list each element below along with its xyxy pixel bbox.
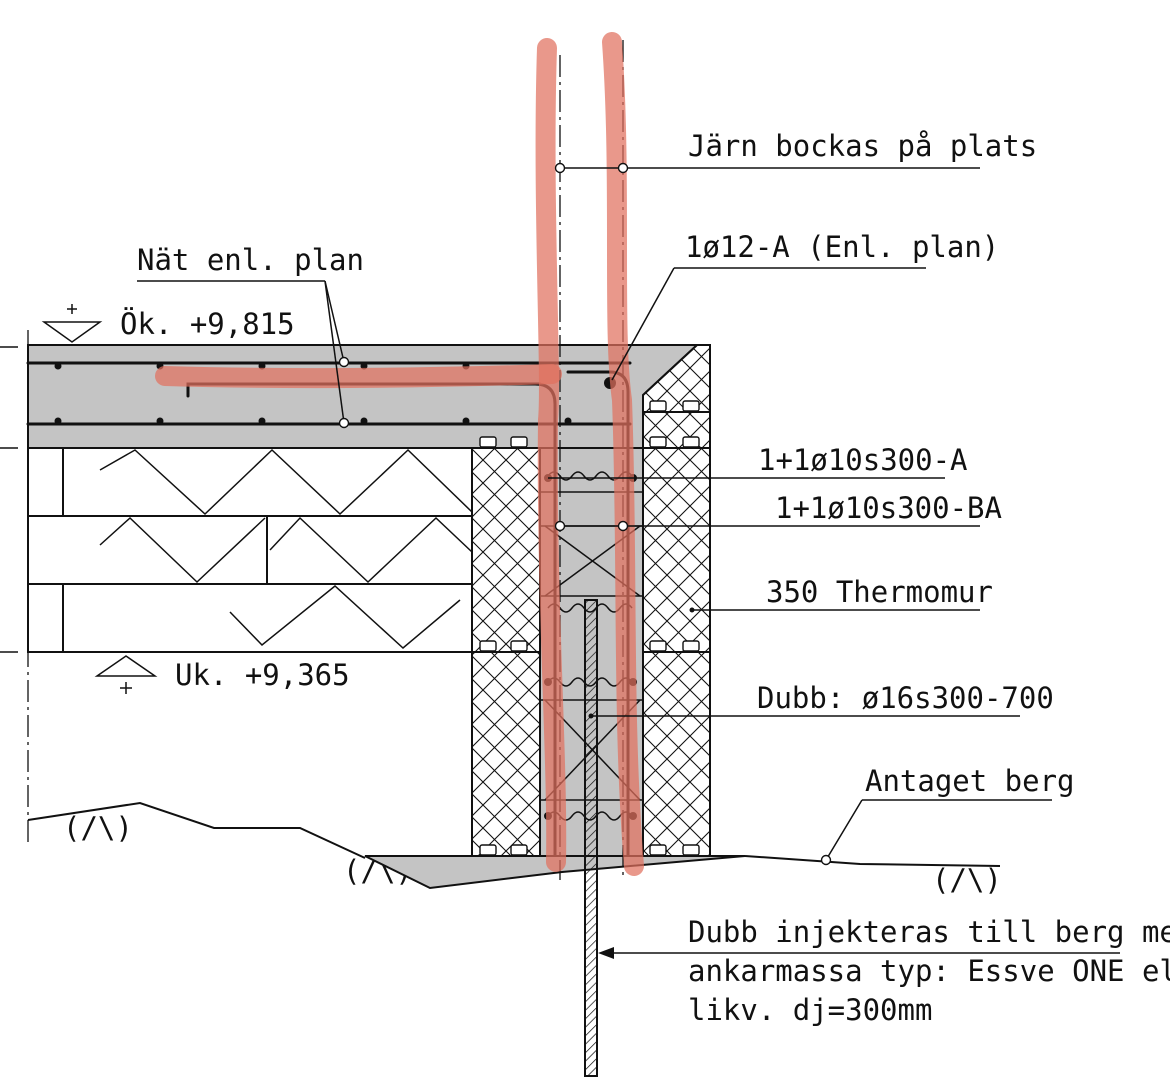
leader-lines	[137, 162, 1120, 959]
dowel-bar	[584, 599, 598, 1077]
rebar-highlight	[155, 32, 644, 876]
svg-text:(/\): (/\)	[932, 863, 1002, 897]
label-dubb-note-1: Dubb injekteras till berg med	[688, 915, 1170, 949]
panel-clips	[479, 400, 700, 856]
label-uk-level: Uk. +9,365	[175, 658, 350, 692]
svg-text:(/\): (/\)	[63, 811, 133, 845]
slab-insulation	[27, 447, 473, 653]
label-dubb: Dubb: ø16s300-700	[757, 681, 1054, 715]
label-ok-level: Ök. +9,815	[120, 307, 295, 341]
thermomur-panels	[471, 344, 711, 857]
label-antaget-berg: Antaget berg	[865, 764, 1075, 798]
label-dubb-note-3: likv. dj=300mm	[688, 993, 932, 1027]
labels: Järn bockas på plats 1ø12-A (Enl. plan) …	[120, 129, 1170, 1027]
label-rebar-ba: 1+1ø10s300-BA	[775, 491, 1002, 525]
label-nat: Nät enl. plan	[137, 243, 364, 277]
level-marker-bottom	[94, 655, 158, 694]
label-dubb-note-2: ankarmassa typ: Essve ONE el.	[688, 954, 1170, 988]
label-rebar-top: 1ø12-A (Enl. plan)	[685, 230, 999, 264]
left-edge-markers	[0, 330, 29, 845]
label-thermomur: 350 Thermomur	[766, 575, 993, 609]
label-rebar-a: 1+1ø10s300-A	[758, 443, 968, 477]
label-jarn-bockas: Järn bockas på plats	[688, 129, 1037, 163]
level-marker-top	[41, 304, 103, 343]
